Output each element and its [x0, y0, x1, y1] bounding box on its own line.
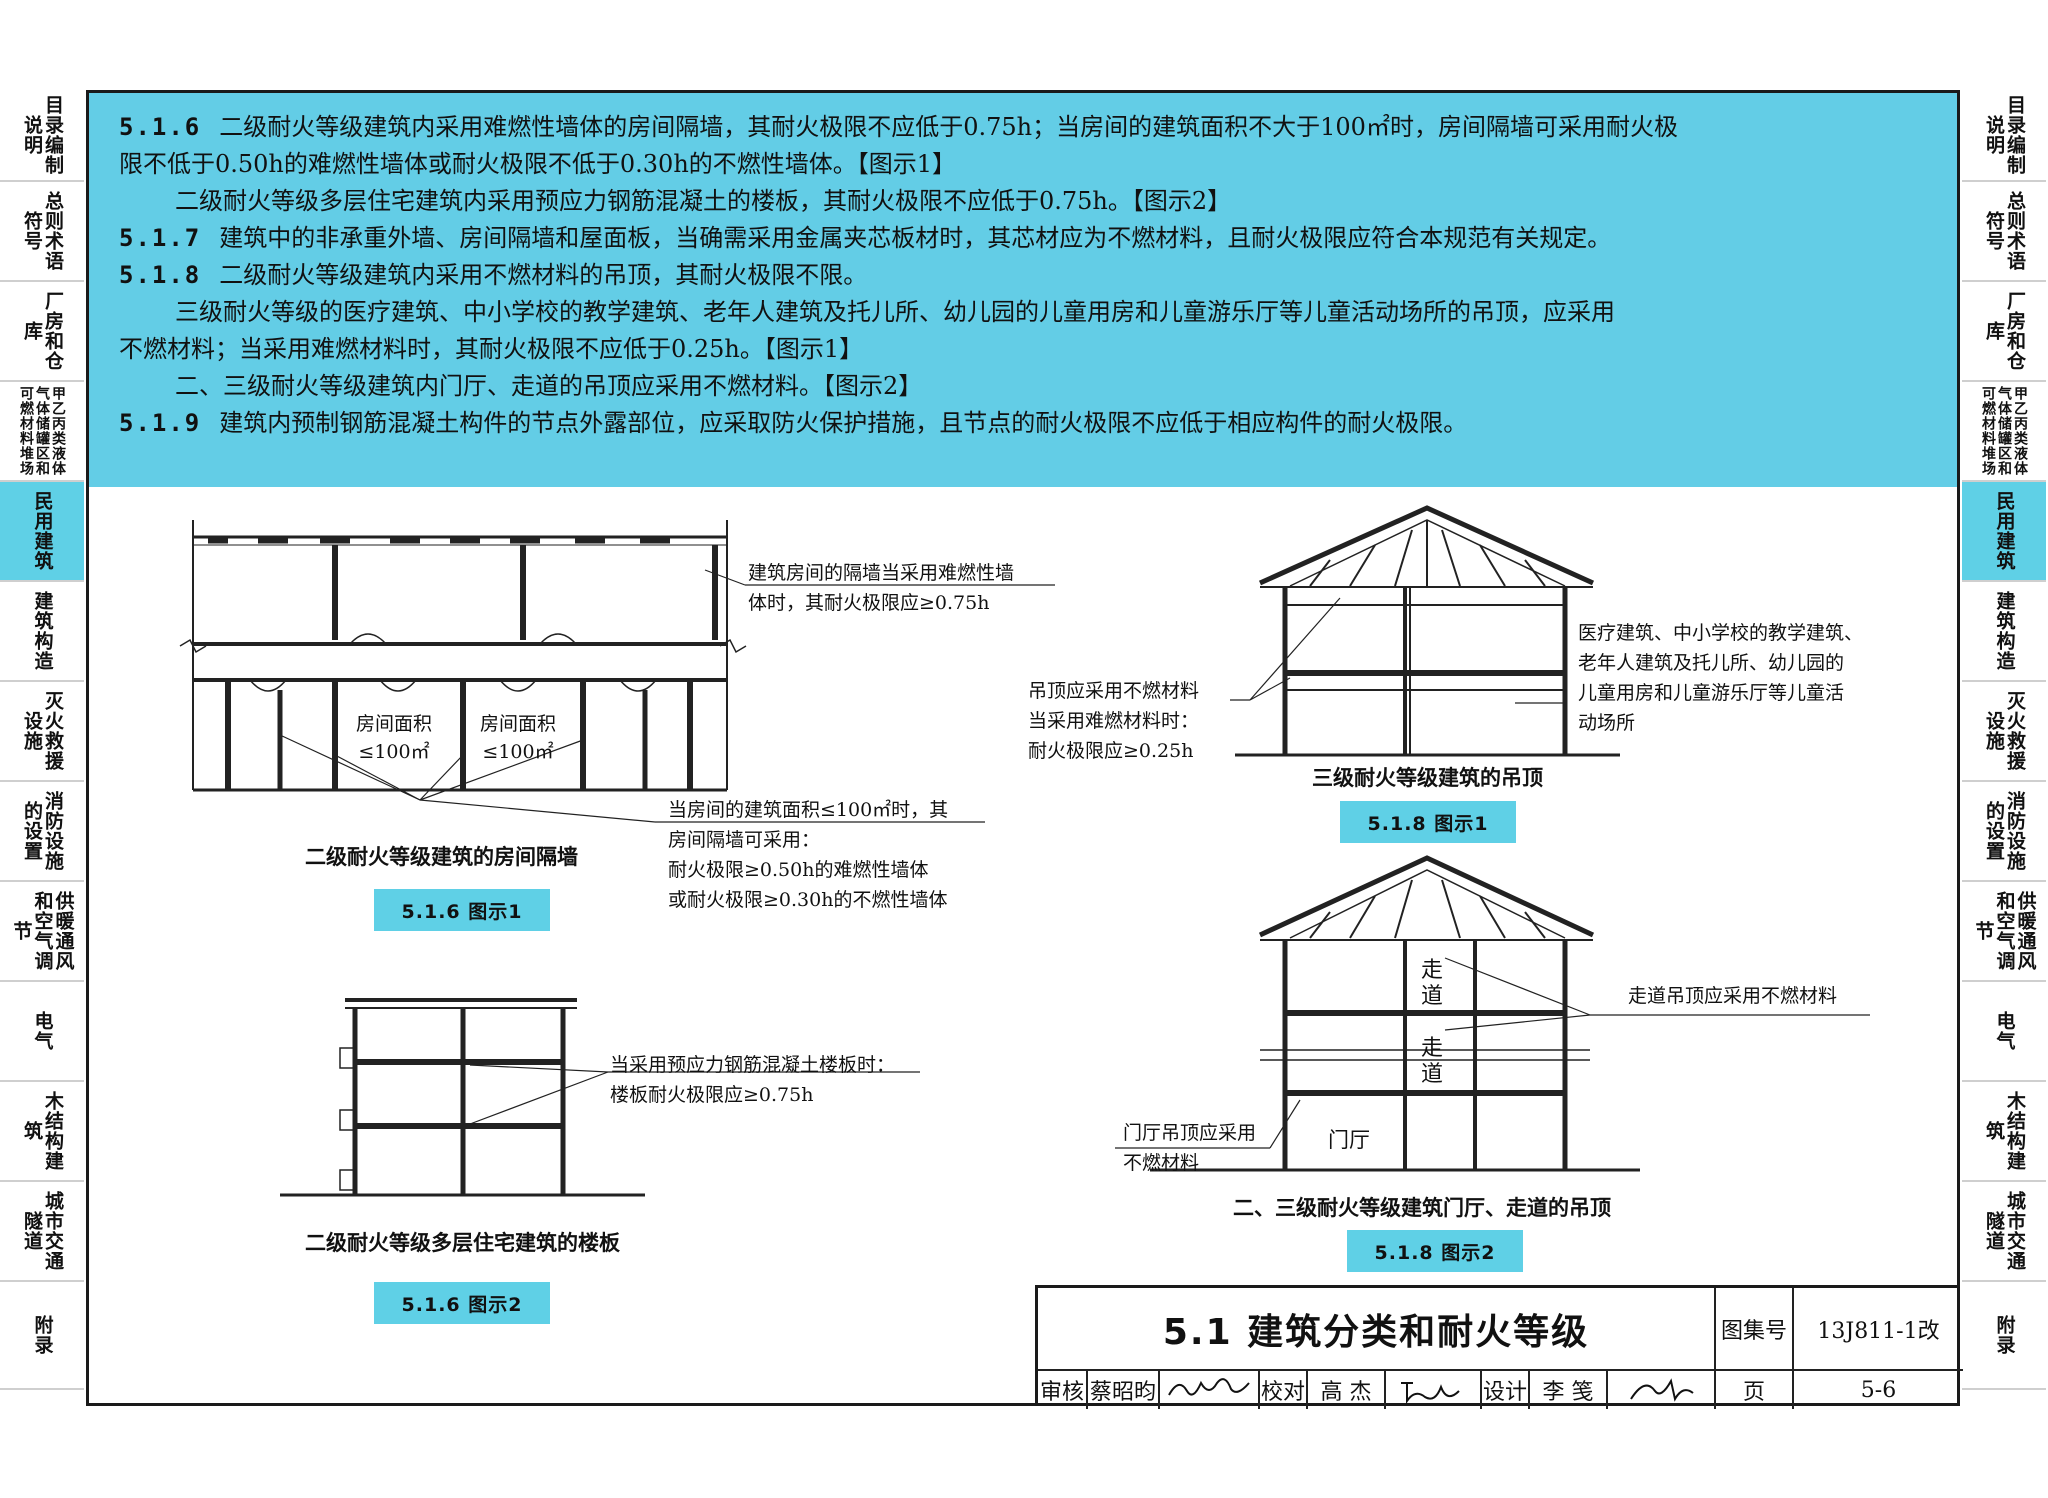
- fig3-note-left: 吊顶应采用不燃材料 当采用难燃材料时： 耐火极限应≥0.25h: [1028, 680, 1200, 762]
- design-signature: [1606, 1371, 1714, 1409]
- clause-5-1-6-para2: 二级耐火等级多层住宅建筑内采用预应力钢筋混凝土的楼板，其耐火极限不应低于0.75…: [175, 187, 1232, 215]
- left-nav-item-9[interactable]: 电气: [0, 982, 84, 1082]
- clause-5-1-8-para2-line1: 三级耐火等级的医疗建筑、中小学校的教学建筑、老年人建筑及托儿所、幼儿园的儿童用房…: [175, 298, 1615, 326]
- fig1-caption: 二级耐火等级建筑的房间隔墙: [305, 845, 578, 869]
- fig2-section: [280, 998, 920, 1197]
- check-name: 高 杰: [1306, 1371, 1384, 1409]
- left-nav-item-1[interactable]: 总则术语符号: [0, 182, 84, 282]
- fig4-caption: 二、三级耐火等级建筑门厅、走道的吊顶: [1233, 1196, 1611, 1220]
- page-label: 页: [1714, 1371, 1792, 1409]
- fig1-room-1-label: 房间面积≤100㎡: [356, 713, 433, 763]
- left-nav-item-0[interactable]: 目录编制说明: [0, 90, 84, 182]
- check-signature: [1384, 1371, 1480, 1409]
- left-nav-item-2[interactable]: 厂房和仓库: [0, 282, 84, 382]
- page-frame: [86, 90, 1960, 1406]
- left-nav-item-6[interactable]: 灭火救援设施: [0, 682, 84, 782]
- atlas-number: 13J811-1改: [1792, 1288, 1963, 1369]
- right-nav-item-1[interactable]: 总则术语符号: [1962, 182, 2046, 282]
- fig4-section: [1115, 855, 1870, 1172]
- fig4-label: 5.1.8 图示2: [1347, 1230, 1523, 1272]
- right-nav-item-11[interactable]: 城市交通隧道: [1962, 1182, 2046, 1282]
- left-nav-item-5[interactable]: 建筑构造: [0, 582, 84, 682]
- design-label: 设计: [1480, 1371, 1528, 1409]
- atlas-label: 图集号: [1714, 1288, 1792, 1369]
- review-signature: [1158, 1371, 1258, 1409]
- title-block: 5.1 建筑分类和耐火等级 图集号 13J811-1改 审核 蔡昭昀 校对 高 …: [1035, 1285, 1963, 1409]
- right-nav-item-0[interactable]: 目录编制说明: [1962, 90, 2046, 182]
- fig1-room-2-label: 房间面积≤100㎡: [480, 713, 557, 763]
- review-name: 蔡昭昀: [1086, 1371, 1158, 1409]
- right-nav-item-7[interactable]: 消防设施的设置: [1962, 782, 2046, 882]
- fig4-note-left: 门厅吊顶应采用 不燃材料: [1123, 1122, 1257, 1174]
- right-nav-item-8[interactable]: 供暖通风和空气调节: [1962, 882, 2046, 982]
- left-nav-item-11[interactable]: 城市交通隧道: [0, 1182, 84, 1282]
- fig2-note: 当采用预应力钢筋混凝土楼板时： 楼板耐火极限应≥0.75h: [610, 1054, 896, 1106]
- fig3-label: 5.1.8 图示1: [1340, 801, 1516, 843]
- page-number: 5-6: [1792, 1371, 1963, 1409]
- fig4-note-right: 走道吊顶应采用不燃材料: [1628, 985, 1838, 1007]
- page-title: 5.1 建筑分类和耐火等级: [1162, 1311, 1590, 1353]
- left-nav-item-7[interactable]: 消防设施的设置: [0, 782, 84, 882]
- review-signature-mark: [1168, 1378, 1250, 1396]
- clause-5-1-6-line2: 限不低于0.50h的难燃性墙体或耐火极限不低于0.30h的不燃性墙体。【图示1】: [119, 150, 957, 178]
- left-nav-item-8[interactable]: 供暖通风和空气调节: [0, 882, 84, 982]
- fig3-caption: 三级耐火等级建筑的吊顶: [1312, 766, 1543, 790]
- design-signature-mark: [1630, 1378, 1694, 1402]
- right-nav-item-2[interactable]: 厂房和仓库: [1962, 282, 2046, 382]
- right-nav-item-3[interactable]: 甲乙丙类液体气体储罐区和可燃材料堆场: [1962, 382, 2046, 482]
- check-signature-mark: [1401, 1382, 1460, 1405]
- right-nav-item-10[interactable]: 木结构建筑: [1962, 1082, 2046, 1182]
- check-label: 校对: [1258, 1371, 1306, 1409]
- left-nav-item-4[interactable]: 民用建筑: [0, 482, 84, 582]
- left-nav-item-12[interactable]: 附录: [0, 1282, 84, 1390]
- clause-5-1-8-para3: 二、三级耐火等级建筑内门厅、走道的吊顶应采用不燃材料。【图示2】: [175, 372, 923, 400]
- review-label: 审核: [1039, 1380, 1084, 1405]
- fig3-section: [1230, 505, 1620, 757]
- fig2-label: 5.1.6 图示2: [374, 1282, 550, 1324]
- right-nav-item-9[interactable]: 电气: [1962, 982, 2046, 1082]
- left-nav-item-3[interactable]: 甲乙丙类液体气体储罐区和可燃材料堆场: [0, 382, 84, 482]
- fig1-note-bottom: 当房间的建筑面积≤100㎡时，其 房间隔墙可采用： 耐火极限≥0.50h的难燃性…: [668, 799, 949, 911]
- fig2-caption: 二级耐火等级多层住宅建筑的楼板: [305, 1231, 620, 1255]
- fig4-lobby-label: 门厅: [1328, 1128, 1370, 1152]
- left-nav-item-10[interactable]: 木结构建筑: [0, 1082, 84, 1182]
- right-nav-item-4[interactable]: 民用建筑: [1962, 482, 2046, 582]
- fig1-note-top: 建筑房间的隔墙当采用难燃性墙 体时，其耐火极限应≥0.75h: [748, 562, 1015, 614]
- design-name: 李 笺: [1528, 1371, 1606, 1409]
- right-nav-item-6[interactable]: 灭火救援设施: [1962, 682, 2046, 782]
- fig4-corridor-label-2: 走道: [1420, 1036, 1443, 1087]
- right-nav-item-12[interactable]: 附录: [1962, 1282, 2046, 1390]
- fig1-floor-plan: [179, 520, 1055, 823]
- fig3-note-right: 医疗建筑、中小学校的教学建筑、 老年人建筑及托儿所、幼儿园的 儿童用房和儿童游乐…: [1578, 622, 1864, 734]
- clause-5-1-8-para2-line2: 不燃材料；当采用难燃材料时，其耐火极限不应低于0.25h。【图示1】: [119, 335, 864, 363]
- fig4-corridor-label-1: 走道: [1420, 958, 1443, 1009]
- fig1-label: 5.1.6 图示1: [374, 889, 550, 931]
- right-nav-item-5[interactable]: 建筑构造: [1962, 582, 2046, 682]
